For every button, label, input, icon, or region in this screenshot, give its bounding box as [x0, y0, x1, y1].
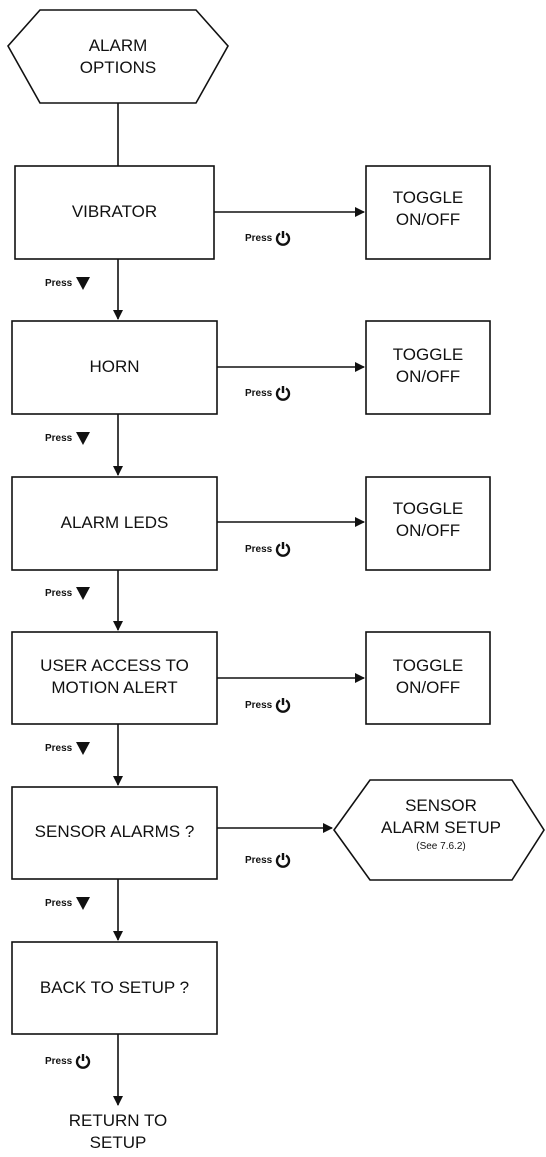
press-power-label: Press — [45, 1053, 91, 1069]
step-box-alarm-leds — [11, 476, 218, 571]
press-text: Press — [245, 854, 273, 866]
press-power-label: Press — [245, 230, 291, 246]
power-icon — [276, 698, 291, 713]
step-box-sensor-alarms — [11, 786, 218, 880]
toggle-label-3: TOGGLE ON/OFF — [366, 498, 490, 542]
toggle-box-1 — [365, 165, 491, 260]
press-text: Press — [245, 543, 273, 555]
power-icon — [76, 1054, 91, 1069]
down-triangle-icon — [76, 742, 91, 755]
toggle-text: TOGGLE — [392, 188, 464, 207]
power-icon — [276, 386, 291, 401]
power-icon — [276, 853, 291, 868]
toggle-text: TOGGLE — [392, 656, 464, 675]
end-line2: SETUP — [89, 1133, 147, 1152]
step-label-user-access: USER ACCESS TO MOTION ALERT — [12, 655, 217, 699]
press-text: Press — [45, 1055, 73, 1067]
toggle-box-4 — [365, 631, 491, 725]
press-text: Press — [245, 699, 273, 711]
sensor-setup-note: (See 7.6.2) — [416, 841, 466, 852]
start-hexagon — [7, 9, 229, 104]
step-text: MOTION ALERT — [51, 678, 178, 697]
toggle-label-1: TOGGLE ON/OFF — [366, 187, 490, 231]
press-power-label: Press — [245, 541, 291, 557]
press-down-label: Press — [45, 430, 91, 446]
power-icon — [276, 542, 291, 557]
press-down-label: Press — [45, 585, 91, 601]
step-text: ALARM LEDS — [60, 513, 169, 532]
toggle-label-2: TOGGLE ON/OFF — [366, 344, 490, 388]
toggle-text: ON/OFF — [395, 678, 461, 697]
press-power-label: Press — [245, 385, 291, 401]
sensor-setup-text: ALARM SETUP — [381, 818, 501, 837]
step-label-sensor-alarms: SENSOR ALARMS ? — [12, 821, 217, 843]
step-label-vibrator: VIBRATOR — [15, 201, 214, 223]
start-label: ALARM OPTIONS — [40, 35, 196, 79]
step-text: USER ACCESS TO — [40, 656, 189, 675]
press-text: Press — [45, 277, 73, 289]
step-label-alarm-leds: ALARM LEDS — [12, 512, 217, 534]
down-triangle-icon — [76, 432, 91, 445]
end-label: RETURN TO SETUP — [40, 1110, 196, 1154]
toggle-text: TOGGLE — [392, 499, 464, 518]
toggle-text: ON/OFF — [395, 521, 461, 540]
sensor-setup-label: SENSOR ALARM SETUP (See 7.6.2) — [360, 795, 522, 853]
toggle-text: ON/OFF — [395, 367, 461, 386]
press-down-label: Press — [45, 275, 91, 291]
toggle-box-3 — [365, 476, 491, 571]
start-line1: ALARM — [88, 36, 148, 55]
step-label-horn: HORN — [12, 356, 217, 378]
press-text: Press — [45, 897, 73, 909]
press-down-label: Press — [45, 895, 91, 911]
step-text: SENSOR ALARMS ? — [34, 822, 195, 841]
sensor-setup-text: SENSOR — [405, 796, 477, 815]
step-box-back-to-setup — [11, 941, 218, 1035]
down-triangle-icon — [76, 587, 91, 600]
step-text: VIBRATOR — [71, 202, 158, 221]
power-icon — [276, 231, 291, 246]
step-text: BACK TO SETUP ? — [39, 978, 190, 997]
down-triangle-icon — [76, 897, 91, 910]
down-triangle-icon — [76, 277, 91, 290]
press-text: Press — [245, 387, 273, 399]
press-text: Press — [45, 587, 73, 599]
press-text: Press — [45, 432, 73, 444]
press-text: Press — [45, 742, 73, 754]
press-text: Press — [245, 232, 273, 244]
step-label-back-to-setup: BACK TO SETUP ? — [12, 977, 217, 999]
start-line2: OPTIONS — [79, 58, 157, 77]
toggle-label-4: TOGGLE ON/OFF — [366, 655, 490, 699]
toggle-text: ON/OFF — [395, 210, 461, 229]
toggle-text: TOGGLE — [392, 345, 464, 364]
end-line1: RETURN TO — [68, 1111, 168, 1130]
press-down-label: Press — [45, 740, 91, 756]
toggle-box-2 — [365, 320, 491, 415]
step-text: HORN — [89, 357, 140, 376]
sensor-setup-hexagon — [333, 779, 545, 881]
press-power-label: Press — [245, 852, 291, 868]
press-power-label: Press — [245, 697, 291, 713]
